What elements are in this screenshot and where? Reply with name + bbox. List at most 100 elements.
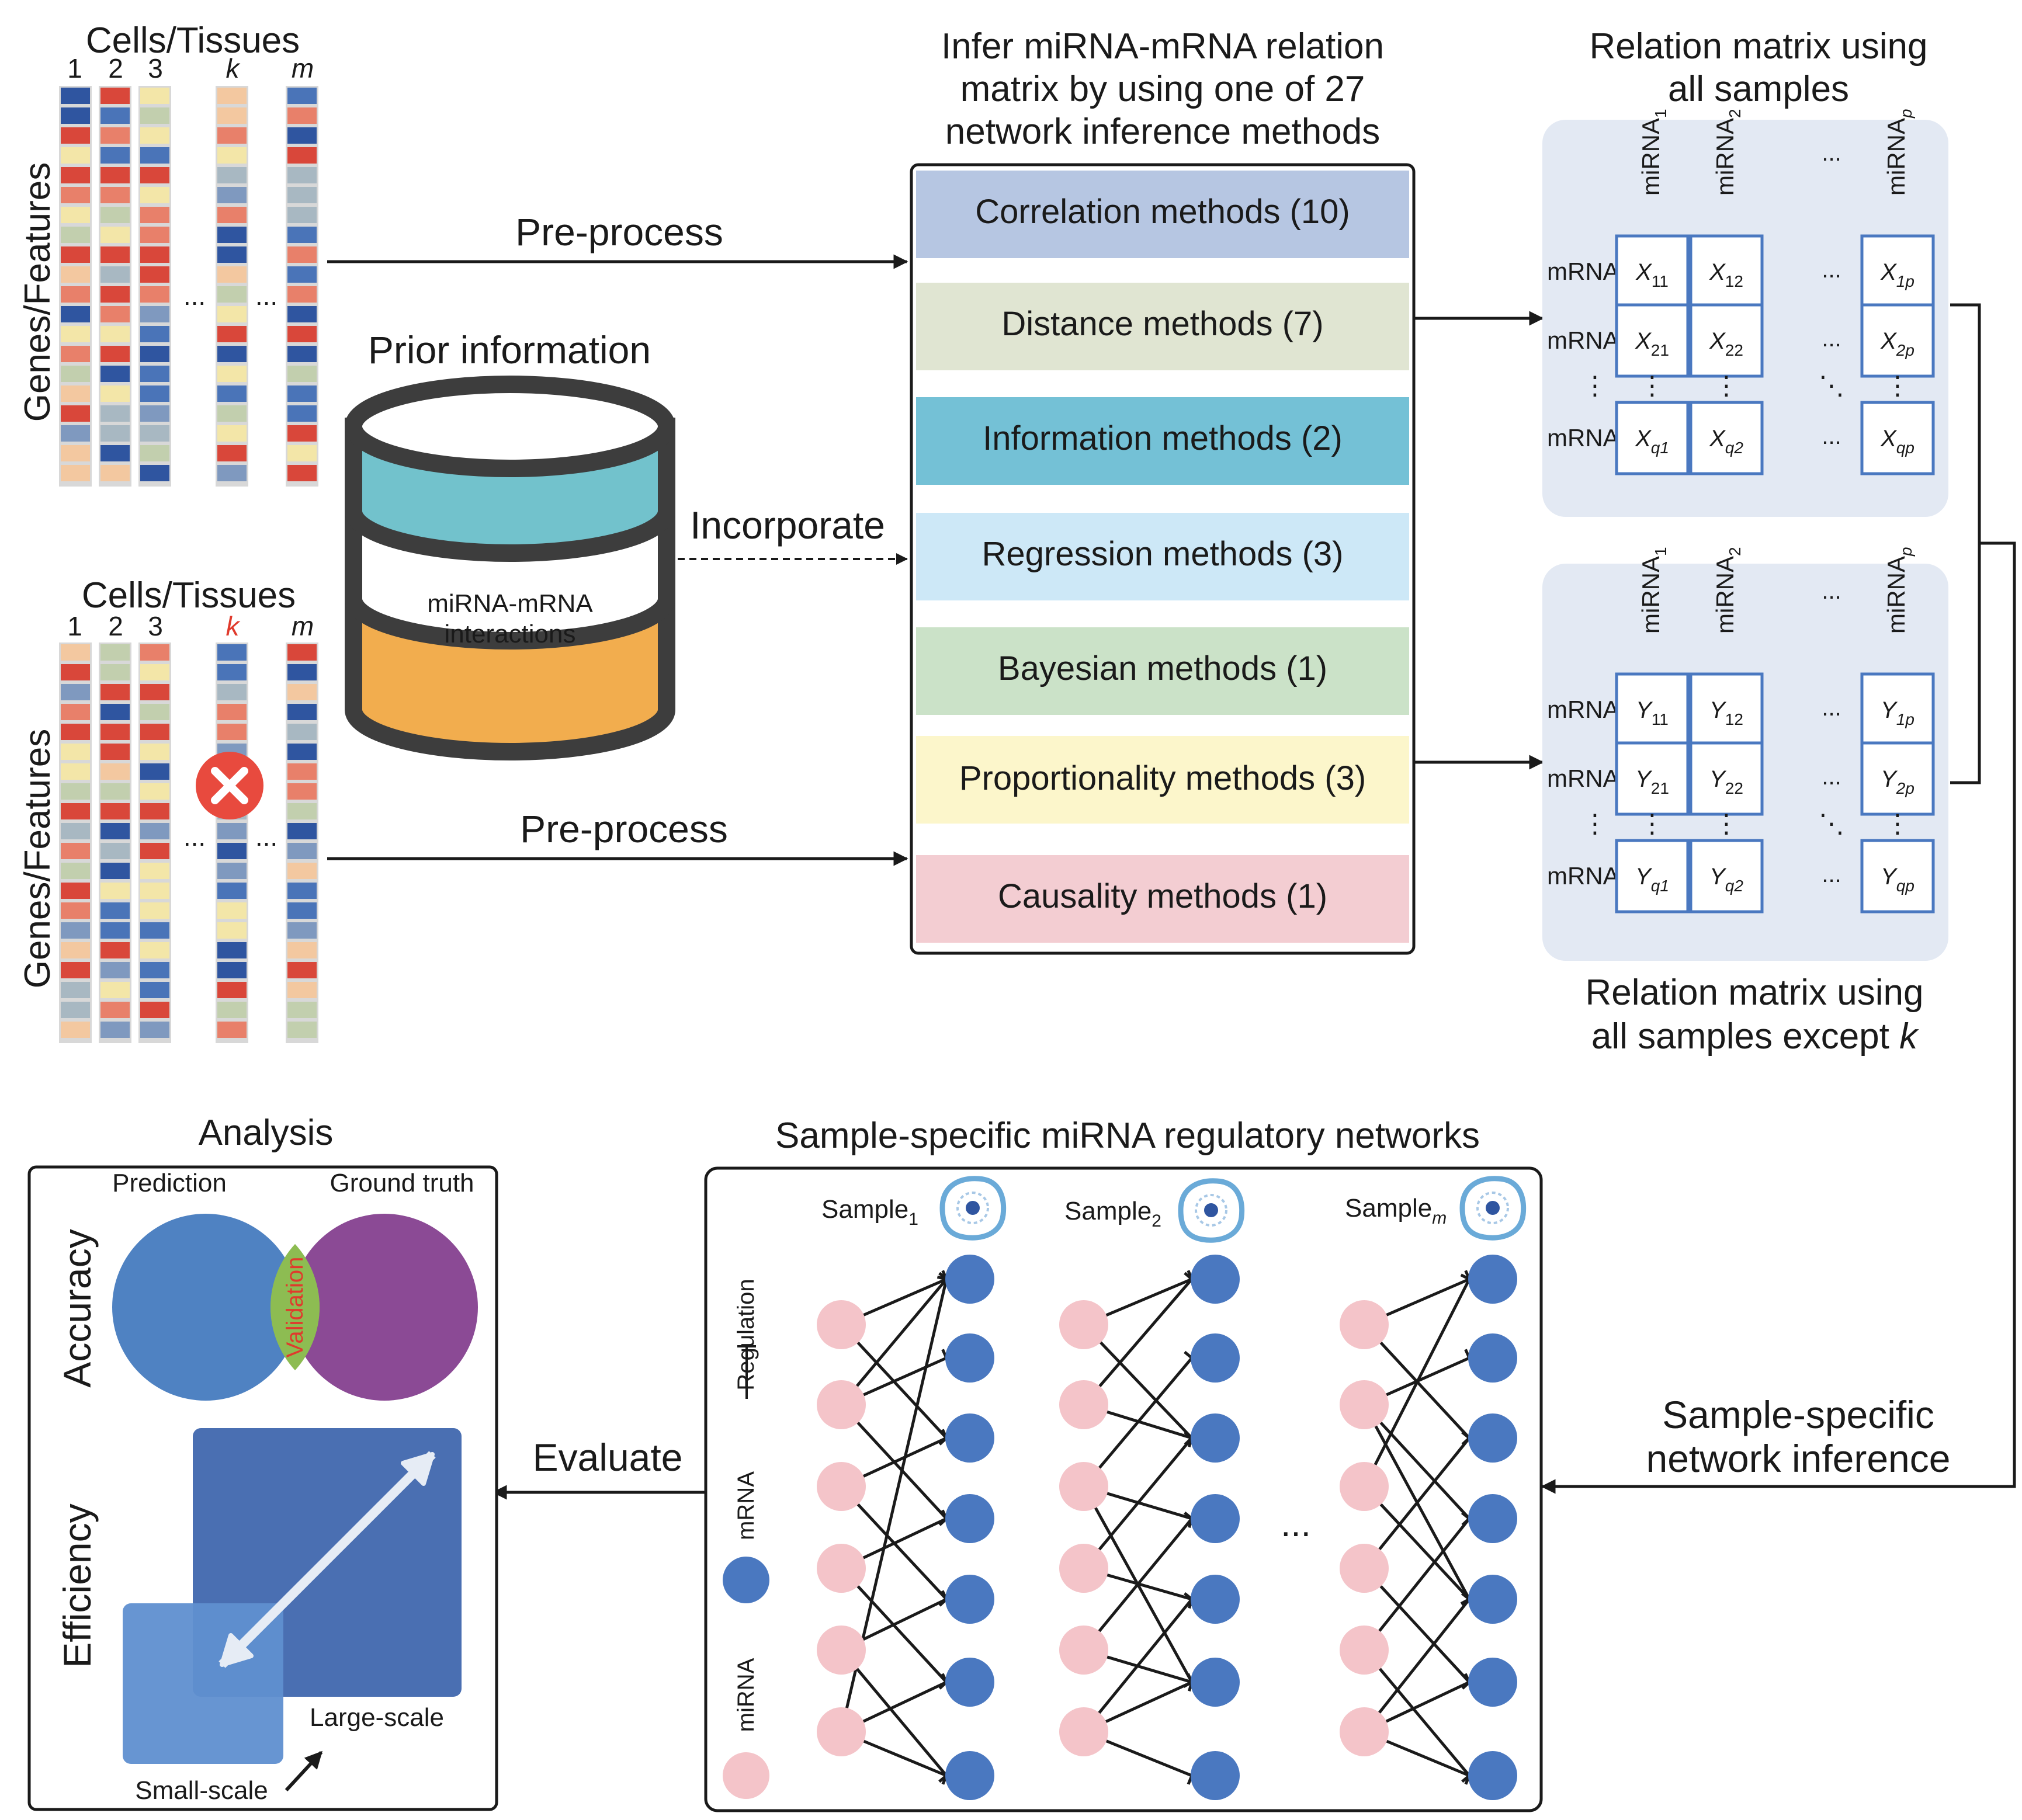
heatmap-cell [61,902,90,919]
heatmap-cell [61,823,90,839]
heatmap-cell [217,127,247,144]
matrix-cell [1689,741,1764,816]
mrna-node [945,1751,994,1800]
heatmap-cell [100,107,130,124]
heatmap-cell [140,286,169,303]
heatmap-cell [140,346,169,362]
database-icon [345,376,675,760]
mrna-node [1191,1413,1240,1463]
heatmap-cell [287,167,317,183]
preprocess-arrow-bottom: Pre-process [327,807,908,866]
sample-label-sub: 2 [1152,1211,1161,1231]
mirna-node [1059,1544,1108,1593]
networks-title: Sample-specific miRNA regulatory network… [775,1116,1480,1156]
heatmap-cell [140,724,169,740]
mrna-node [945,1413,994,1463]
prior-information-database: Prior information miRNA-mRNA interaction… [345,328,675,760]
heatmap-cell [287,286,317,303]
sample-cell-icons [939,1176,1527,1243]
heatmap-cell [140,863,169,879]
heatmap-cell [287,227,317,243]
mrna-node [1191,1575,1240,1624]
heatmap-cell [217,1022,247,1038]
scale-double-arrow [218,1451,436,1668]
heatmap-cell [217,266,247,283]
matrix-title: all samples [1668,69,1849,109]
heatmap-cell [61,385,90,402]
mirna-node [1340,1380,1389,1429]
heatmap-cell [287,803,317,819]
incorporate-arrow: Incorporate [678,503,908,565]
axis-label-genes: Genes/Features [18,729,58,989]
mirna-node [1340,1626,1389,1675]
heatmap-cell [61,366,90,382]
heatmap-cell [287,942,317,958]
mirna-node [817,1544,866,1593]
heatmap-cell [100,147,130,164]
mirna-node [817,1462,866,1511]
heatmap-cell [61,942,90,958]
accuracy-label: Accuracy [56,1229,99,1387]
matrix-cell-value: Yq1 [1635,864,1669,895]
heatmap-cell [287,405,317,422]
heatmap-cell [100,823,130,839]
regulation-edge [1363,1649,1470,1777]
matrix-vertical-ellipsis: ⋮ [1639,371,1665,400]
matrix-cell-value: Yqp [1881,864,1915,895]
matrix-vertical-ellipsis: ⋮ [1885,371,1910,400]
heatmap-cell [140,823,169,839]
preprocess-arrow-top: Pre-process [327,210,908,269]
col-label-1: 1 [67,611,82,641]
sample-label-m: Samplem [1345,1194,1447,1228]
heatmap-cell [61,664,90,680]
heatmap-cell [100,286,130,303]
col-label-1: 1 [67,53,82,84]
heatmap-cell [217,445,247,461]
matrix-col-header: miRNAp [1882,547,1915,634]
method-label: Bayesian methods (1) [998,649,1327,687]
heatmap-cell [100,266,130,283]
prediction-circle [112,1214,299,1401]
mirna-node [817,1300,866,1349]
axis-label-genes: Genes/Features [18,162,58,422]
heatmap-cell [100,187,130,203]
prediction-label: Prediction [112,1169,227,1197]
mrna-node [1468,1751,1517,1800]
col-label-3: 3 [148,611,163,641]
heatmap-cell [140,744,169,760]
heatmap-cell [140,88,169,104]
mirna-node [1340,1462,1389,1511]
heatmap-cell [217,167,247,183]
method-label: Proportionality methods (3) [959,759,1366,797]
heatmap-cell [287,425,317,442]
scale-comparison [123,1428,462,1764]
col-label-2: 2 [108,611,123,641]
matrix-cell [1860,303,1935,378]
mirna-node [817,1626,866,1675]
prior-information-title: Prior information [368,328,651,371]
heatmap-cell [217,724,247,740]
ground-truth-circle [291,1214,478,1401]
cell-icon [939,1176,1007,1241]
matrix-grid: miRNA1miRNA2miRNAp...mRNA1X11X12X1p...mR… [1547,109,1935,475]
heatmap-cell [61,843,90,859]
method-correlation [916,171,1409,258]
matrix-diagonal-ellipsis: ⋱ [1819,810,1844,838]
dataset-title: Cells/Tissues [82,575,296,616]
heatmap-cell [217,962,247,978]
matrix-cell-value: X21 [1635,328,1669,359]
heatmap-cell [140,1022,169,1038]
cell-icon [1459,1176,1527,1241]
matrix-vertical-ellipsis: ⋮ [1714,810,1739,838]
heatmap-cell [100,88,130,104]
heatmap-cell [61,306,90,322]
legend-mirna-label: miRNA [733,1658,759,1732]
heatmap-cell [287,863,317,879]
mrna-node [1191,1255,1240,1304]
matrix-cell [1615,303,1690,378]
mirna-node [817,1380,866,1429]
heatmap-cell [100,843,130,859]
col-label-3: 3 [148,53,163,84]
matrix-cell [1860,741,1935,816]
